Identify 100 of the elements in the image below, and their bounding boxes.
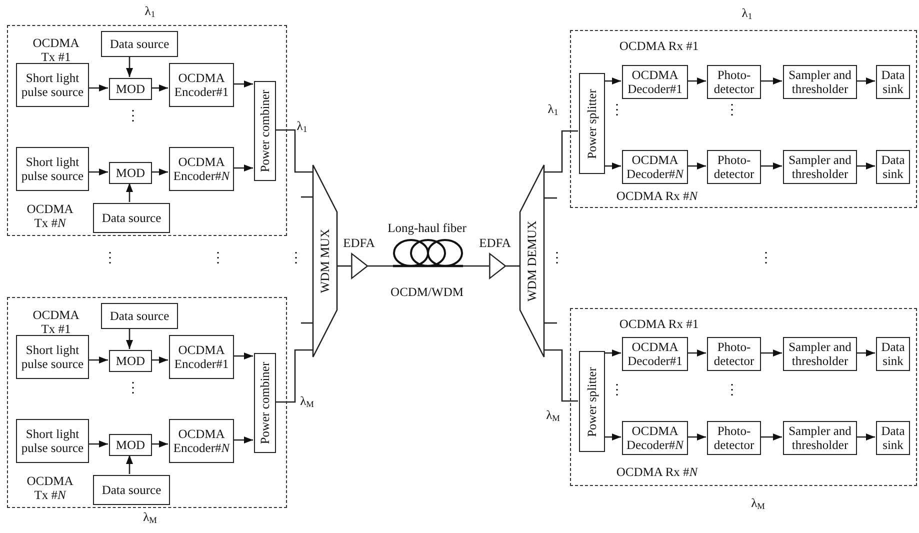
connector-line [544, 322, 557, 324]
dashed-group-frame [570, 30, 917, 208]
arrow [88, 440, 108, 448]
process-box: Sampler and thresholder [783, 421, 857, 455]
node-caption: OCDM/WDM [390, 285, 464, 300]
process-box: Sampler and thresholder [783, 150, 857, 184]
group-label: OCDMA Tx #N [26, 474, 74, 503]
connector-line [544, 197, 557, 199]
process-box: OCDMA Decoder#N [622, 150, 688, 184]
process-box: OCDMA Decoder#1 [622, 65, 688, 99]
arrow [760, 350, 782, 356]
vertical-process-box: Power splitter [579, 73, 605, 174]
dashed-group-frame [570, 308, 917, 486]
vertical-ellipsis: ⋮ [725, 104, 739, 118]
node-caption: EDFA [479, 236, 511, 250]
arrow [126, 455, 133, 474]
vertical-ellipsis: ⋮ [725, 384, 739, 398]
vertical-ellipsis: ⋮ [759, 252, 773, 266]
arrow [604, 78, 621, 84]
arrow [856, 434, 875, 440]
process-box: Photo-detector [707, 421, 761, 455]
vertical-ellipsis: ⋮ [610, 384, 624, 398]
arrow [760, 78, 782, 84]
node-caption: λ$_{1}$ [742, 6, 752, 22]
process-box: MOD [109, 350, 152, 372]
demultiplexer-trapezoid: WDM DEMUX [520, 165, 544, 357]
arrow [233, 164, 253, 172]
process-box: OCDMA Decoder#1 [622, 337, 688, 371]
amplifier-triangle [351, 253, 368, 279]
arrow [604, 162, 621, 170]
node-caption: λ$_{1}$ [144, 4, 156, 20]
arrow [151, 356, 168, 364]
process-box: Data source [93, 203, 170, 233]
process-box: OCDMA Encoder#N [169, 419, 234, 463]
arrow [687, 162, 706, 170]
vertical-ellipsis: ⋮ [211, 252, 225, 266]
group-label: OCDMA Rx #1 [618, 39, 700, 54]
arrow [151, 440, 168, 448]
vertical-ellipsis: ⋮ [103, 252, 117, 266]
connector-line [506, 265, 520, 267]
group-label: OCDMA Tx #1 [32, 36, 80, 65]
node-caption: EDFA [343, 236, 375, 250]
arrow [151, 84, 168, 92]
vertical-ellipsis: ⋮ [610, 104, 624, 118]
arrow [687, 350, 706, 356]
group-label: OCDMA Tx #1 [32, 308, 80, 337]
vertical-process-box: Power splitter [579, 351, 605, 452]
process-box: Short light pulse source [16, 335, 89, 379]
arrow [126, 183, 133, 202]
process-box: Short light pulse source [16, 63, 89, 107]
process-box: Photo-detector [707, 65, 761, 99]
arrow [233, 436, 253, 444]
process-box: OCDMA Encoder#1 [169, 63, 234, 107]
process-box: Sampler and thresholder [783, 65, 857, 99]
connector-line [275, 129, 313, 173]
arrow [856, 78, 875, 84]
arrow [233, 80, 253, 88]
edge-label: λ$_{M}$ [299, 394, 315, 410]
connector-line [368, 265, 393, 267]
arrow [687, 434, 706, 440]
fiber-coil-drawing [393, 238, 463, 268]
arrow [88, 168, 108, 176]
process-box: OCDMA Encoder#1 [169, 335, 234, 379]
vertical-ellipsis: ⋮ [289, 252, 303, 266]
arrow [856, 162, 875, 170]
connector-line [275, 349, 313, 403]
process-box: Photo-detector [707, 150, 761, 184]
connector-line [544, 349, 578, 402]
group-label: OCDMA Tx #N [26, 202, 74, 231]
process-box: Short light pulse source [16, 147, 89, 191]
group-label: OCDMA Rx #N [615, 465, 699, 480]
arrow [233, 352, 253, 360]
process-box: MOD [109, 78, 152, 100]
process-box: Data sink [876, 337, 910, 371]
group-label: OCDMA Rx #1 [618, 317, 700, 332]
connector-line [544, 130, 578, 173]
process-box: Short light pulse source [16, 419, 89, 463]
edge-label: λ$_{1}$ [546, 102, 560, 118]
arrow [760, 162, 782, 170]
dashed-group-frame [7, 25, 287, 236]
process-box: Data source [93, 475, 170, 505]
vertical-ellipsis: ⋮ [126, 382, 140, 396]
process-box: Sampler and thresholder [783, 337, 857, 371]
vertical-process-box: Power combiner [254, 81, 276, 181]
process-box: Data sink [876, 421, 910, 455]
arrow [151, 168, 168, 176]
vertical-process-box: Power combiner [254, 353, 276, 453]
process-box: Data source [101, 303, 178, 329]
arrow [88, 84, 108, 92]
arrow [126, 56, 133, 77]
dashed-group-frame [7, 297, 287, 508]
process-box: Data sink [876, 150, 910, 184]
edge-label: λ$_{M}$ [545, 408, 561, 424]
multiplexer-trapezoid: WDM MUX [313, 165, 337, 357]
arrow [126, 328, 133, 349]
arrow [760, 434, 782, 440]
arrow [687, 78, 706, 84]
arrow [88, 356, 108, 364]
node-caption: Long-haul fiber [388, 221, 466, 236]
node-caption: λ$_{M}$ [751, 496, 765, 512]
